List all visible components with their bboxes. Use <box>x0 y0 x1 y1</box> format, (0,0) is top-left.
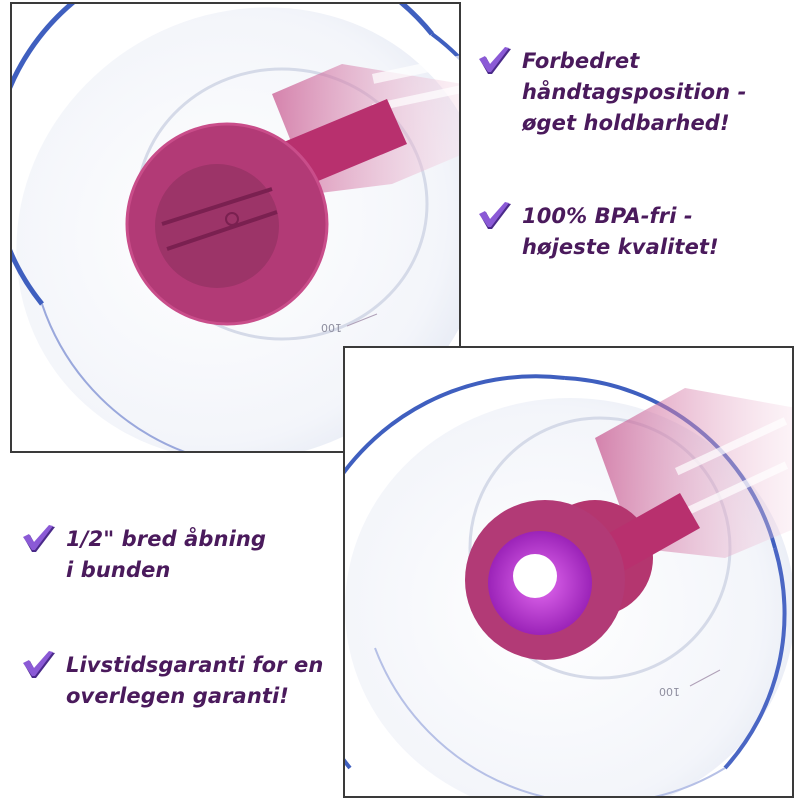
checkmark-icon <box>479 47 511 74</box>
feature-item-bpa-free: 100% BPA-fri - højeste kvalitet! <box>478 201 798 263</box>
feature-item-lifetime-warranty: Livstidsgaranti for en overlegen garanti… <box>22 650 342 712</box>
feature-item-handle-position: Forbedret håndtagsposition - øget holdba… <box>478 46 798 139</box>
svg-text:100: 100 <box>659 685 680 698</box>
feature-item-wide-opening: 1/2" bred åbning i bunden <box>22 524 342 586</box>
checkmark-icon <box>479 202 511 229</box>
feature-text: Livstidsgaranti for en overlegen garanti… <box>66 653 324 708</box>
product-photo-cap-closed: 100 <box>10 2 461 453</box>
product-photo-cap-open: 100 <box>343 346 794 798</box>
feature-text: 100% BPA-fri - højeste kvalitet! <box>522 204 719 259</box>
checkmark-icon <box>23 525 55 552</box>
feature-text: Forbedret håndtagsposition - øget holdba… <box>522 49 747 135</box>
feature-text: 1/2" bred åbning i bunden <box>66 527 267 582</box>
checkmark-icon <box>23 651 55 678</box>
bottle-bottom-open-illustration: 100 <box>345 374 792 796</box>
svg-text:100: 100 <box>321 321 342 334</box>
